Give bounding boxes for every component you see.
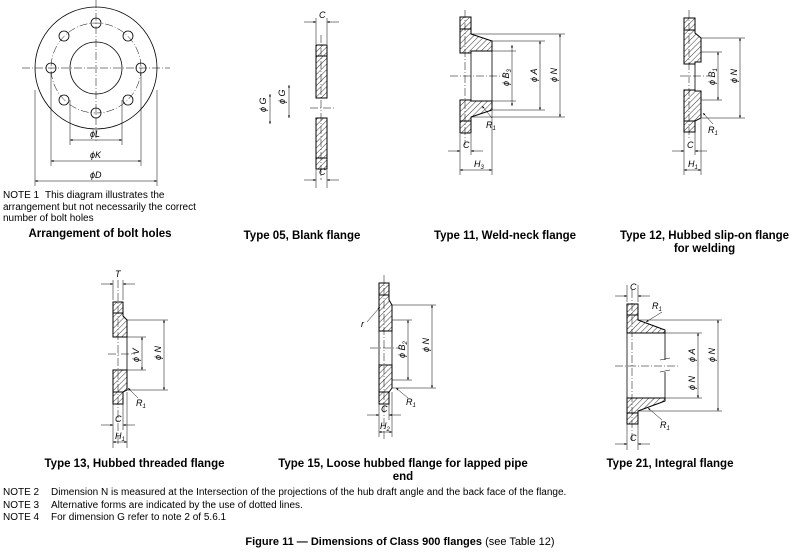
note-1-label: NOTE 1: [3, 190, 40, 201]
caption-type11: Type 11, Weld-neck flange: [433, 230, 577, 242]
figure-ref: (see Table 12): [485, 536, 555, 548]
dim-A: ϕ A: [687, 348, 697, 362]
dim-C-bottom: C: [630, 433, 637, 443]
caption-type21: Type 21, Integral flange: [606, 458, 734, 470]
figure-number: Figure 11: [245, 536, 294, 548]
dim-r: r: [361, 319, 365, 329]
bolt-hole-arrangement: ϕL ϕK ϕD: [22, 0, 170, 186]
dim-V: ϕ V: [131, 347, 141, 362]
bolt-holes: [45, 17, 147, 119]
dim-C-top: C: [630, 282, 637, 292]
dim-N: ϕ N: [549, 67, 559, 82]
caption-type15: Type 15, Loose hubbed flange for lapped …: [278, 458, 528, 483]
dim-C-bottom: C: [319, 167, 326, 177]
dim-N: ϕ N: [153, 345, 163, 360]
type05-drawing: C C ϕ G ϕ G: [258, 10, 339, 188]
dim-R1: R1: [708, 125, 718, 137]
dim-N: ϕ N: [729, 68, 739, 83]
dim-C: C: [115, 414, 122, 424]
dim-C-top: C: [319, 10, 326, 20]
dim-C: C: [687, 140, 694, 150]
dim-N-right: ϕ N: [707, 347, 717, 362]
type11-drawing: ϕ B3 ϕ A ϕ N R1 C H3: [448, 10, 565, 175]
dim-D: ϕD: [90, 170, 102, 180]
dim-B3: ϕ B3: [501, 68, 513, 86]
dim-L: ϕL: [90, 129, 100, 139]
dim-C: C: [463, 140, 470, 150]
dim-R1-top: R1: [652, 301, 662, 313]
caption-type13: Type 13, Hubbed threaded flange: [44, 458, 225, 470]
dim-R1: R1: [486, 120, 496, 132]
type15-drawing: r ϕ B2 ϕ N R1 C H2: [361, 275, 436, 440]
type21-drawing: C R1 ϕ A ϕ N ϕ N R1 C: [615, 282, 722, 450]
dim-C: C: [381, 404, 388, 414]
dim-N-left: ϕ N: [687, 375, 697, 390]
dim-H1: H1: [115, 431, 125, 443]
caption-type12: Type 12, Hubbed slip-on flange for weldi…: [619, 230, 790, 255]
dim-R1-bottom: R1: [660, 420, 670, 432]
figure-title: Figure 11 — Dimensions of Class 900 flan…: [0, 536, 800, 548]
dim-G: ϕ G: [258, 97, 268, 112]
dim-K: ϕK: [90, 150, 102, 160]
figure-title-text: — Dimensions of Class 900 flanges: [296, 536, 482, 548]
dim-B1: ϕ B1: [707, 68, 719, 85]
dim-R1: R1: [136, 398, 146, 410]
dim-H3: H3: [474, 159, 485, 171]
type12-drawing: ϕ B1 ϕ N R1 C H1: [672, 10, 745, 175]
caption-bolt-holes: Arrangement of bolt holes: [28, 228, 172, 240]
dim-T: T: [115, 269, 122, 279]
dim-H1: H1: [688, 159, 698, 171]
caption-type05: Type 05, Blank flange: [243, 230, 361, 242]
dim-R1: R1: [406, 397, 416, 409]
note-1-text: This diagram illustrates the arrangement…: [3, 190, 196, 224]
dim-G-alt: ϕ G: [277, 89, 287, 104]
dim-B2: ϕ B2: [397, 340, 409, 358]
dim-A: ϕ A: [529, 68, 539, 82]
dim-N: ϕ N: [421, 337, 431, 352]
type13-drawing: T ϕ V ϕ N R1 C H1: [101, 269, 168, 448]
dim-H2: H2: [380, 421, 391, 433]
